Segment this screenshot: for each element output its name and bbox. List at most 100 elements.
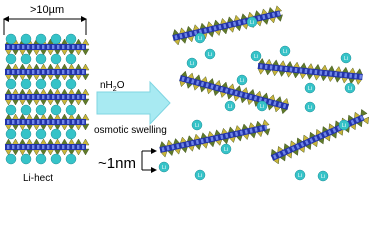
- core-block: [300, 142, 305, 147]
- li-ion-label: Li: [298, 173, 302, 179]
- li-ion-label: Li: [195, 123, 199, 129]
- core-block: [57, 95, 60, 99]
- li-ion-label: Li: [162, 165, 166, 171]
- core-block: [278, 102, 282, 107]
- core-block: [72, 120, 75, 124]
- core-block: [52, 145, 55, 149]
- li-ion-label: Li: [348, 86, 352, 92]
- core-block: [77, 95, 80, 99]
- process-label: osmotic swelling: [94, 125, 167, 136]
- core-block: [258, 97, 263, 102]
- core-block: [37, 120, 40, 124]
- li-ion: Li: [186, 57, 198, 69]
- core-block: [215, 135, 219, 141]
- li-ion: Li: [158, 161, 170, 173]
- core-block: [210, 136, 214, 142]
- core-block: [62, 120, 65, 124]
- li-ion: [5, 104, 17, 116]
- li-ion: [50, 78, 62, 90]
- core-block: [257, 15, 261, 21]
- li-ion: Li: [220, 143, 232, 155]
- core-block: [286, 148, 291, 153]
- core-block: [282, 103, 287, 109]
- core-block: [205, 137, 209, 143]
- core-block: [7, 45, 10, 49]
- li-ion: [35, 53, 47, 65]
- tetrahedron-top: [261, 119, 270, 127]
- core-block: [72, 145, 75, 149]
- core-block: [279, 66, 283, 71]
- octahedral-core: [5, 69, 86, 75]
- core-block: [32, 45, 35, 49]
- size-label: >10µm: [30, 4, 64, 16]
- core-block: [77, 45, 80, 49]
- core-block: [181, 76, 185, 82]
- core-block: [249, 94, 253, 100]
- core-block: [27, 45, 30, 49]
- core-block: [324, 71, 328, 76]
- core-block: [229, 89, 234, 95]
- li-ion-label: Li: [228, 104, 232, 110]
- core-block: [37, 145, 40, 149]
- core-block: [27, 145, 30, 149]
- core-block: [32, 70, 35, 74]
- core-block: [7, 120, 10, 124]
- core-block: [77, 120, 80, 124]
- li-ion: [35, 33, 47, 45]
- core-block: [62, 145, 65, 149]
- li-ion: Li: [236, 74, 248, 86]
- core-block: [67, 70, 70, 74]
- core-block: [259, 64, 263, 69]
- stack-layer: [4, 113, 90, 131]
- li-ion: [50, 53, 62, 65]
- li-ion-label: Li: [321, 174, 325, 180]
- core-block: [67, 145, 70, 149]
- core-block: [355, 117, 360, 123]
- core-block: [249, 128, 253, 133]
- li-ion: [20, 78, 32, 90]
- core-block: [354, 74, 358, 79]
- li-ion: Li: [246, 16, 258, 28]
- core-block: [195, 139, 199, 145]
- silicate-sheet: [159, 119, 271, 158]
- core-block: [47, 95, 50, 99]
- core-block: [37, 95, 40, 99]
- core-block: [232, 21, 237, 27]
- core-block: [176, 144, 180, 149]
- core-block: [27, 70, 30, 74]
- core-block: [179, 33, 183, 39]
- core-block: [42, 45, 45, 49]
- li-ion-label: Li: [250, 20, 254, 26]
- li-ion-label: Li: [260, 104, 264, 110]
- core-block: [314, 69, 318, 75]
- core-block: [82, 70, 85, 74]
- core-block: [195, 80, 200, 85]
- core-block: [22, 70, 25, 74]
- core-block: [237, 20, 242, 25]
- core-block: [274, 65, 278, 71]
- core-block: [82, 145, 85, 149]
- stack-layer: [4, 88, 90, 106]
- core-block: [262, 14, 266, 20]
- li-ion: [20, 153, 32, 165]
- core-block: [72, 70, 75, 74]
- li-ion: Li: [194, 169, 206, 181]
- core-block: [174, 35, 178, 40]
- core-block: [12, 45, 15, 49]
- core-block: [291, 146, 296, 151]
- core-block: [52, 120, 55, 124]
- core-block: [327, 129, 332, 135]
- li-ion: Li: [304, 101, 316, 113]
- core-block: [32, 120, 35, 124]
- core-block: [339, 72, 343, 77]
- core-block: [259, 126, 263, 131]
- li-ion-label: Li: [308, 86, 312, 92]
- core-block: [7, 70, 10, 74]
- core-block: [225, 133, 229, 139]
- core-block: [7, 95, 10, 99]
- core-block: [22, 45, 25, 49]
- layered-stack: [4, 33, 90, 165]
- core-block: [52, 45, 55, 49]
- core-block: [203, 28, 207, 33]
- li-ion: Li: [294, 169, 306, 181]
